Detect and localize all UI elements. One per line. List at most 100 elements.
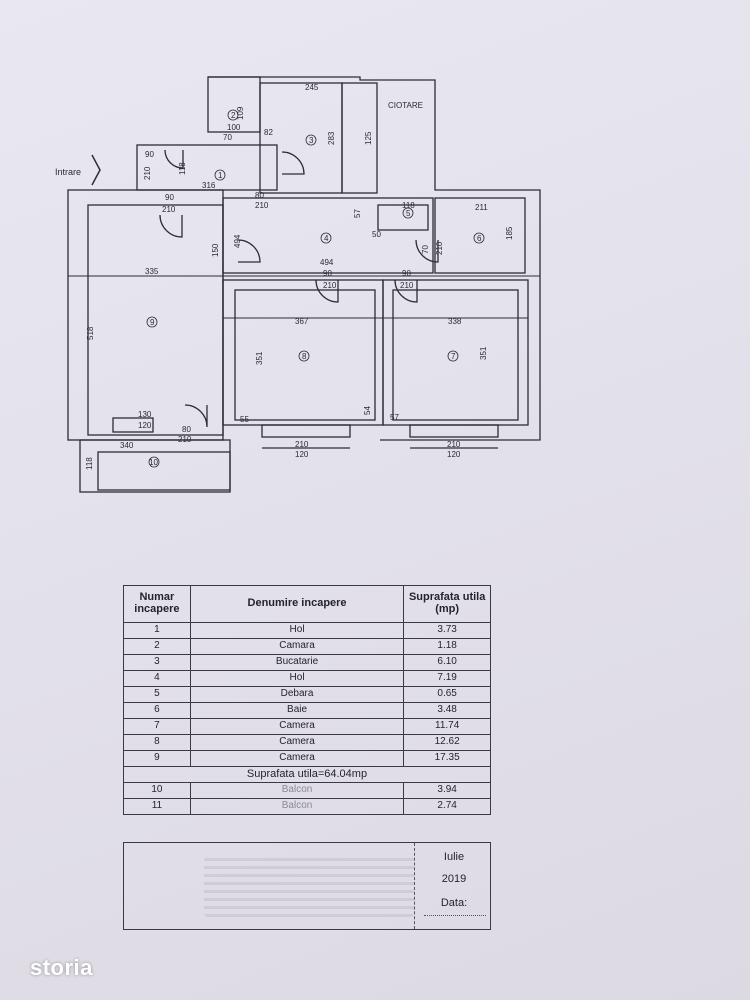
svg-text:7: 7	[451, 352, 456, 361]
svg-text:54: 54	[363, 406, 372, 415]
svg-text:120: 120	[447, 450, 461, 459]
entry-label: Intrare	[55, 167, 81, 177]
svg-text:6: 6	[477, 234, 482, 243]
svg-text:90: 90	[402, 269, 411, 278]
date-label: Data:	[440, 897, 468, 909]
svg-text:211: 211	[475, 203, 488, 212]
left-room	[67, 189, 224, 441]
central-hall	[222, 197, 434, 274]
svg-text:210: 210	[400, 281, 414, 290]
svg-text:120: 120	[138, 421, 152, 430]
svg-text:9: 9	[150, 318, 155, 327]
svg-text:90: 90	[145, 150, 154, 159]
total-row: Suprafata utila=64.04mp	[123, 766, 491, 783]
door-arc	[394, 279, 418, 303]
svg-text:90: 90	[165, 193, 174, 202]
entry-arrow	[91, 154, 101, 186]
svg-text:50: 50	[372, 230, 381, 239]
storage-block	[341, 82, 378, 194]
svg-text:245: 245	[305, 83, 319, 92]
svg-text:82: 82	[264, 128, 273, 137]
room-markers	[146, 109, 485, 468]
window-left	[112, 417, 154, 433]
svg-text:367: 367	[295, 317, 309, 326]
window-right	[409, 424, 499, 438]
svg-text:2: 2	[231, 111, 236, 120]
stamp-smudge	[204, 857, 414, 917]
signature-box: Iulie 2019 Data:	[123, 842, 491, 930]
svg-text:130: 130	[138, 410, 152, 419]
signature-year: 2019	[441, 873, 467, 885]
date-line	[424, 915, 486, 916]
bedroom-mid-inner	[234, 289, 376, 421]
svg-text:80: 80	[255, 191, 264, 200]
bedroom-right-inner	[392, 289, 519, 421]
header-room-number: Numar incapere	[123, 585, 191, 623]
door-arc	[315, 279, 339, 303]
svg-text:55: 55	[240, 415, 249, 424]
door-arc	[281, 151, 305, 175]
svg-text:70: 70	[421, 245, 430, 254]
svg-text:494: 494	[320, 258, 334, 267]
total-area: Suprafata utila=64.04mp	[123, 766, 491, 783]
svg-text:494: 494	[233, 234, 242, 248]
svg-text:8: 8	[302, 352, 307, 361]
svg-text:210: 210	[255, 201, 269, 210]
svg-text:10: 10	[149, 458, 158, 467]
left-room-inner	[87, 204, 224, 436]
svg-text:210: 210	[447, 440, 461, 449]
svg-text:118: 118	[178, 162, 187, 175]
svg-text:351: 351	[479, 346, 488, 360]
right-bath	[434, 197, 526, 274]
svg-text:340: 340	[120, 441, 134, 450]
window-mid	[261, 424, 351, 438]
svg-text:210: 210	[143, 166, 152, 180]
svg-text:316: 316	[202, 181, 216, 190]
door-arc	[164, 149, 184, 169]
svg-text:100: 100	[227, 123, 241, 132]
table-header: Numar incapere Denumire incapere Suprafa…	[123, 585, 491, 623]
svg-text:185: 185	[505, 226, 514, 240]
floor-plan: Intrare CIOTARE 245 109 100 70 82 283 12…	[55, 76, 541, 493]
svg-text:283: 283	[327, 131, 336, 145]
door-arc	[159, 214, 183, 238]
header-room-name: Denumire incapere	[189, 585, 405, 623]
svg-text:5: 5	[406, 209, 411, 218]
bedroom-right	[382, 279, 529, 426]
svg-text:120: 120	[295, 450, 309, 459]
svg-text:118: 118	[85, 457, 94, 470]
header-area: Suprafata utila (mp)	[403, 585, 491, 623]
svg-text:57: 57	[353, 209, 362, 218]
closet	[377, 204, 429, 231]
dimension-labels: 245 109 100 70 82 283 125 90 210 118 316…	[85, 83, 514, 470]
outer-wall	[208, 76, 541, 441]
svg-text:70: 70	[223, 133, 232, 142]
room-numbers: 1 2 3 4 5 6 7 8 9 10	[149, 111, 482, 467]
area-table: Numar incapere Denumire incapere Suprafa…	[123, 585, 491, 815]
svg-text:90: 90	[323, 269, 332, 278]
svg-text:4: 4	[324, 234, 329, 243]
top-label: CIOTARE	[388, 101, 423, 110]
balcony-inner	[97, 451, 231, 491]
svg-text:1: 1	[218, 171, 223, 180]
svg-text:109: 109	[236, 106, 245, 120]
svg-text:210: 210	[323, 281, 337, 290]
svg-text:125: 125	[364, 131, 373, 145]
svg-text:210: 210	[295, 440, 309, 449]
door-arc	[184, 404, 208, 428]
door-arc	[415, 239, 439, 263]
svg-text:150: 150	[211, 243, 220, 257]
svg-text:210: 210	[435, 241, 444, 255]
svg-text:351: 351	[255, 351, 264, 365]
signature-month: Iulie	[443, 851, 465, 863]
